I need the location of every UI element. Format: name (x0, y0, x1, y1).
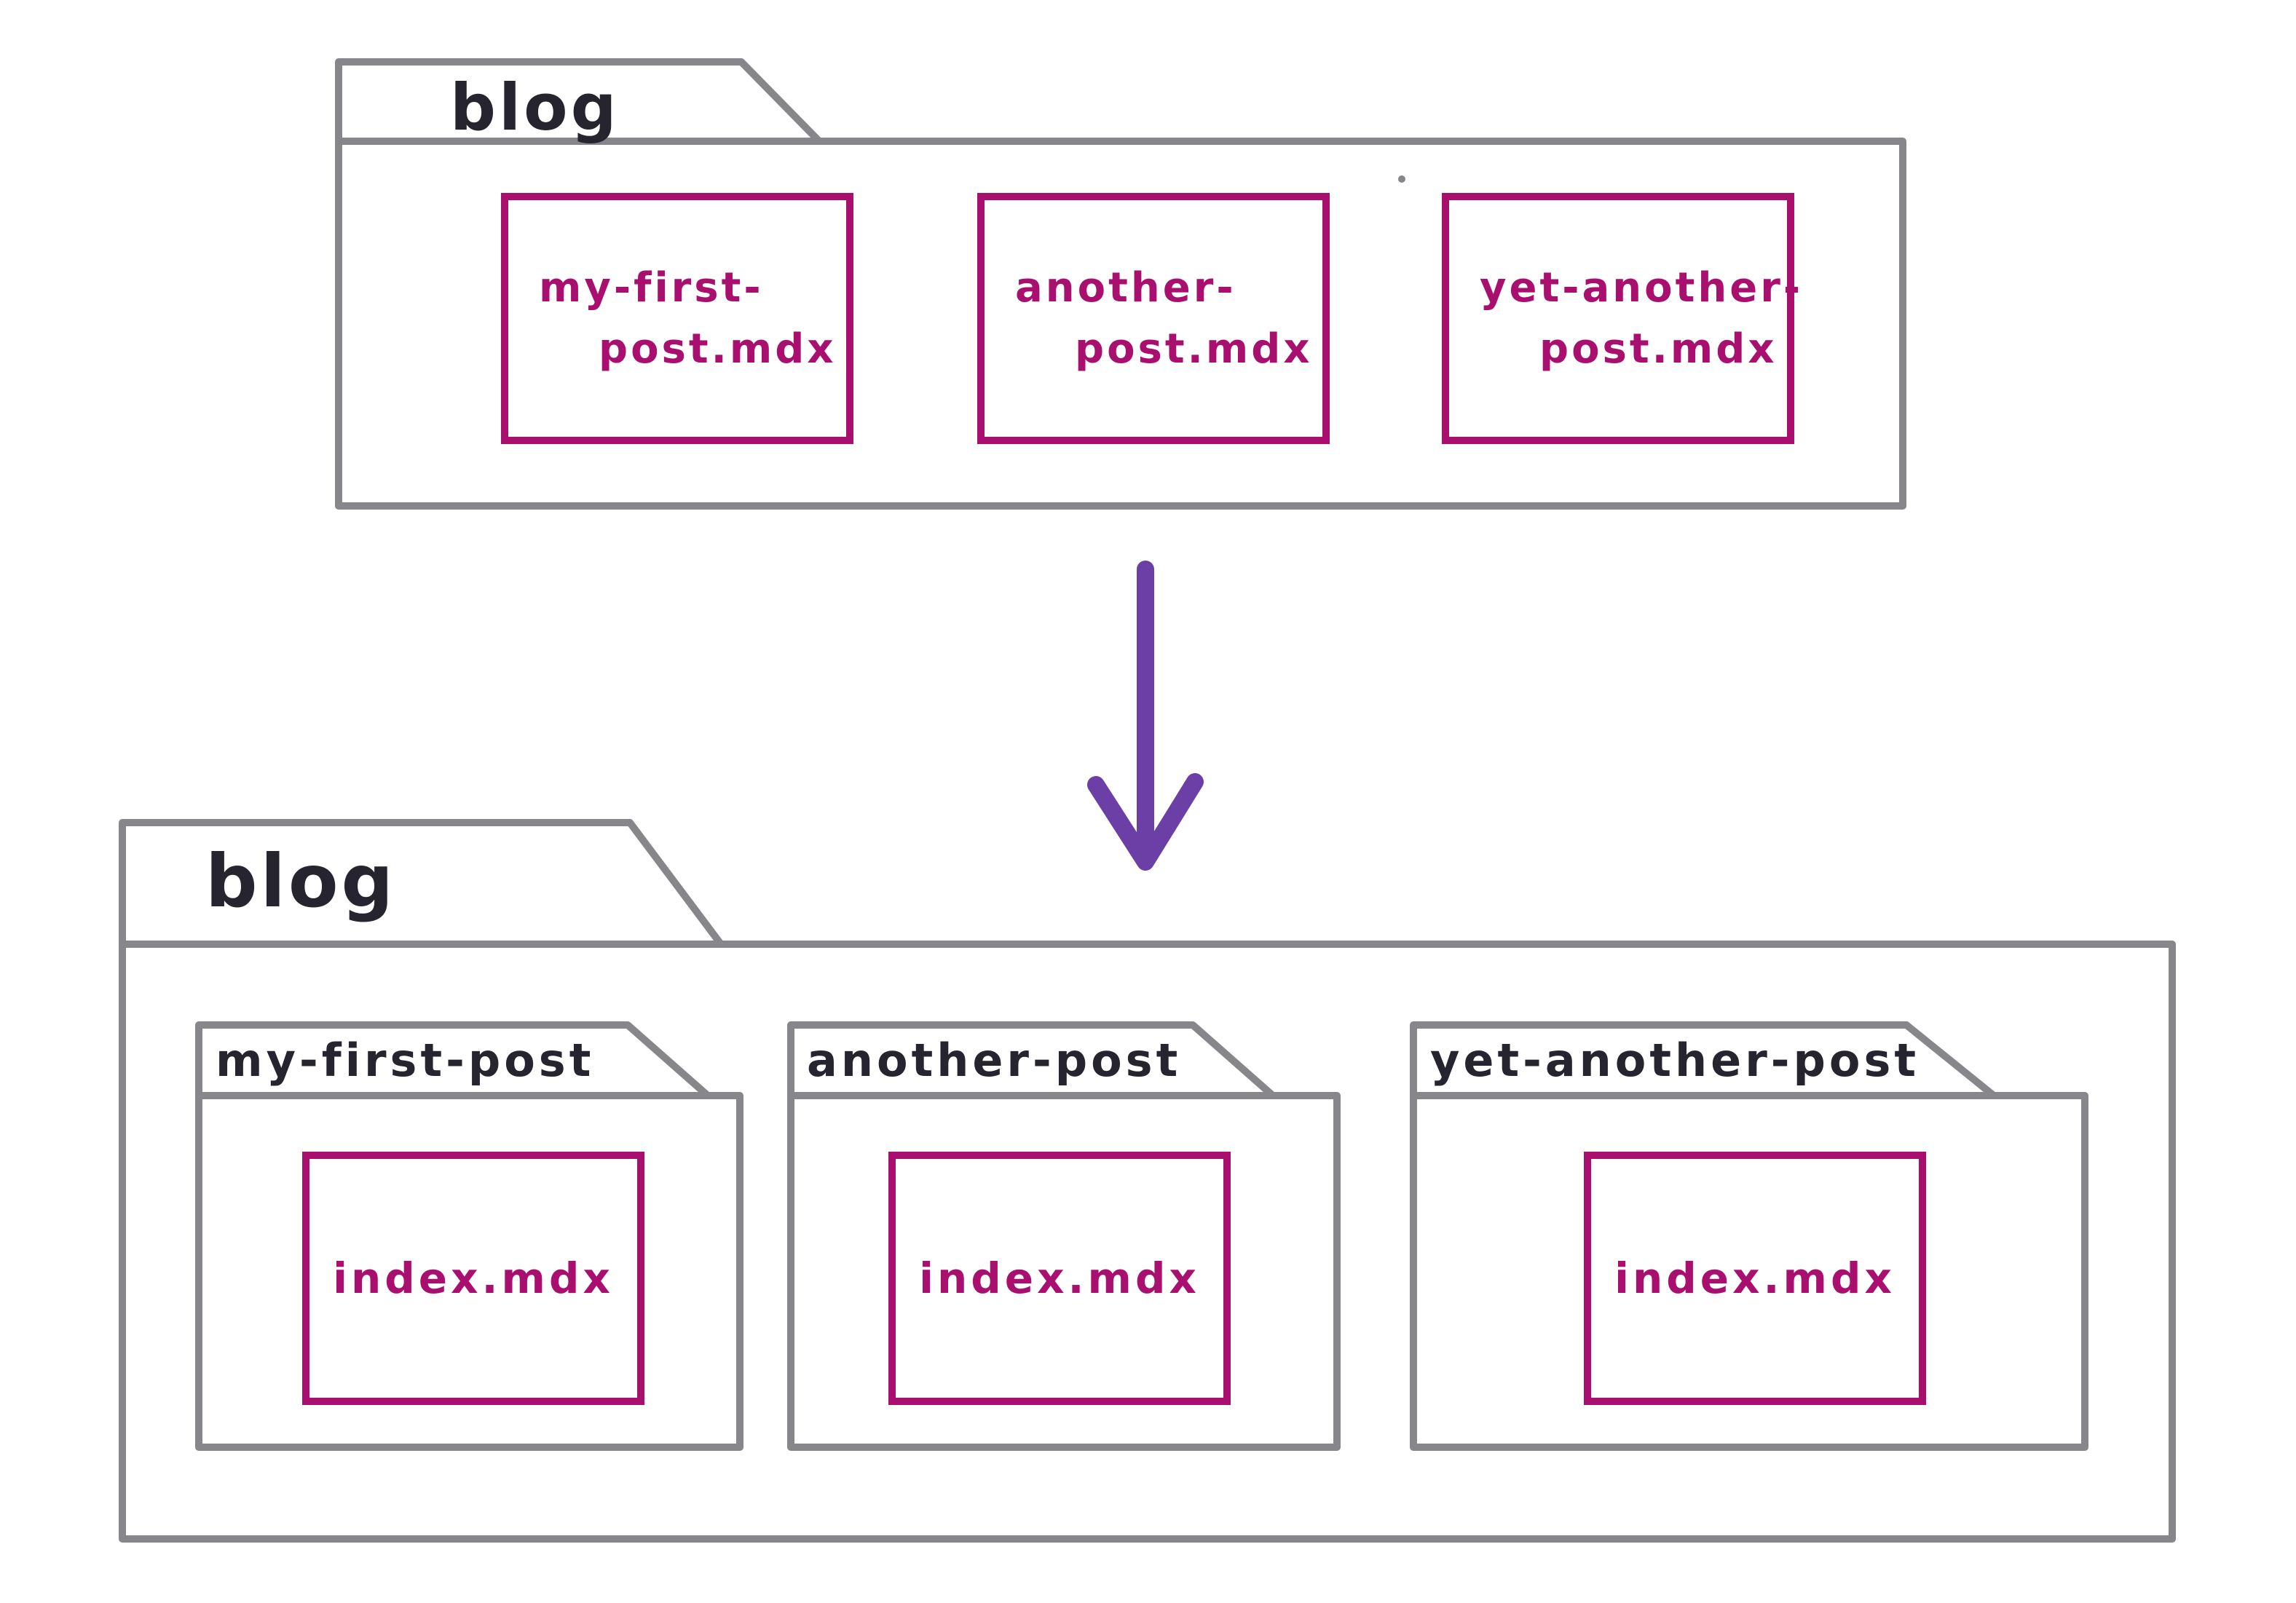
index-file-label: index.mdx (919, 1254, 1200, 1303)
file-label-line1: another- (1015, 264, 1236, 312)
top-folder-name: blog (450, 70, 620, 145)
file-label-line2: post.mdx (599, 325, 837, 373)
file-label-line2: post.mdx (1075, 325, 1313, 373)
index-file-box: index.mdx (302, 1152, 644, 1405)
top-folder-outline (335, 58, 1906, 510)
subfolder-outline-yet-another-post (1410, 1021, 2088, 1451)
file-label-line1: my-first- (539, 264, 764, 312)
index-file-box: index.mdx (888, 1152, 1231, 1405)
file-label-line2: post.mdx (1539, 325, 1778, 373)
index-file-label: index.mdx (1614, 1254, 1895, 1303)
index-file-box: index.mdx (1584, 1152, 1926, 1405)
subfolder-name-yet-another-post: yet-another-post (1430, 1034, 1920, 1087)
index-file-label: index.mdx (333, 1254, 614, 1303)
file-box-my-first-post-mdx: my-first- post.mdx (501, 193, 853, 444)
subfolder-outline-another-post (787, 1021, 1341, 1451)
bottom-folder-name: blog (205, 839, 397, 924)
subfolder-outline-my-first-post (195, 1021, 743, 1451)
bottom-folder-outline (119, 819, 2176, 1543)
file-box-yet-another-post-mdx: yet-another- post.mdx (1442, 193, 1804, 444)
subfolder-name-my-first-post: my-first-post (216, 1034, 595, 1087)
subfolder-name-another-post: another-post (807, 1034, 1182, 1087)
file-label-line1: yet-another- (1480, 264, 1804, 312)
down-arrow-icon (1087, 561, 1204, 871)
stray-dot (1398, 175, 1405, 183)
file-box-another-post-mdx: another- post.mdx (977, 193, 1330, 444)
